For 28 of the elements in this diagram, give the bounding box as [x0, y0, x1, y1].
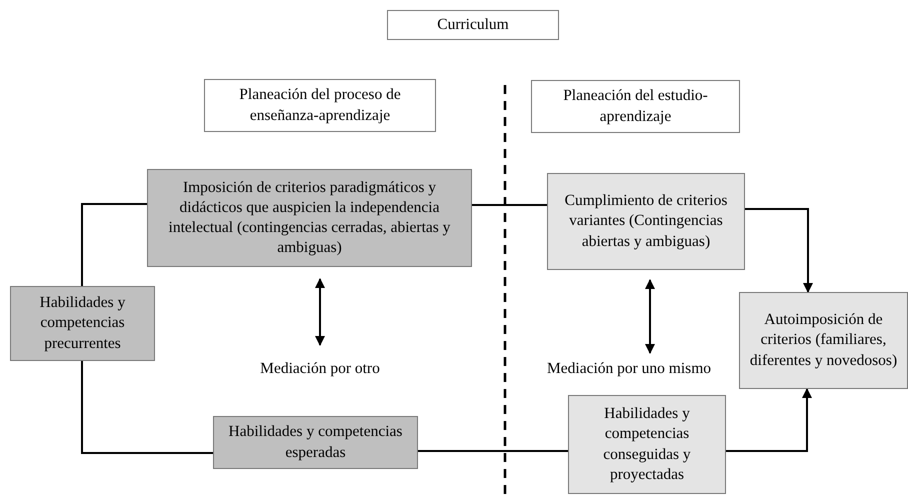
arrow: [726, 388, 812, 452]
box-text: Autoimposición de criterios (familiares, diferentes y novedosos): [748, 310, 898, 371]
connector-line: [418, 450, 568, 452]
box-text: Habilidades y competencias conseguidas y proyectadas: [602, 404, 692, 485]
connector-line: [81, 361, 213, 454]
process-box: [568, 395, 726, 494]
arrow: [315, 278, 325, 346]
connector-line: [472, 204, 547, 206]
box-text: Planeación del proceso de enseñanza-aprendizaje: [238, 85, 402, 126]
title-box: [387, 10, 559, 40]
header-box: [531, 80, 740, 133]
process-box: [147, 169, 472, 267]
box-text: Imposición de criterios paradigmáticos y didácticos que auspicien la independencia intelectual (contingencias cerradas, abiertas y ambiguas): [168, 178, 452, 258]
box-text: Cumplimiento de criterios variantes (Contingencias abiertas y ambiguas): [564, 191, 728, 252]
mediation-label: Mediación por otro: [259, 358, 381, 379]
box-text: Habilidades y competencias esperadas: [228, 422, 404, 462]
process-box: [547, 173, 745, 270]
mediation-label: Mediación por uno mismo: [546, 358, 712, 379]
box-text: Habilidades y competencias precurrentes: [38, 293, 126, 354]
header-box: [204, 79, 436, 132]
box-text: Curriculum: [436, 14, 510, 35]
arrow: [745, 208, 813, 293]
arrow: [645, 279, 655, 354]
process-box: [213, 416, 418, 469]
process-box: [10, 286, 155, 361]
box-text: Planeación del estudio-aprendizaje: [562, 86, 709, 126]
connector-line: [81, 203, 147, 286]
process-box: [739, 292, 908, 389]
